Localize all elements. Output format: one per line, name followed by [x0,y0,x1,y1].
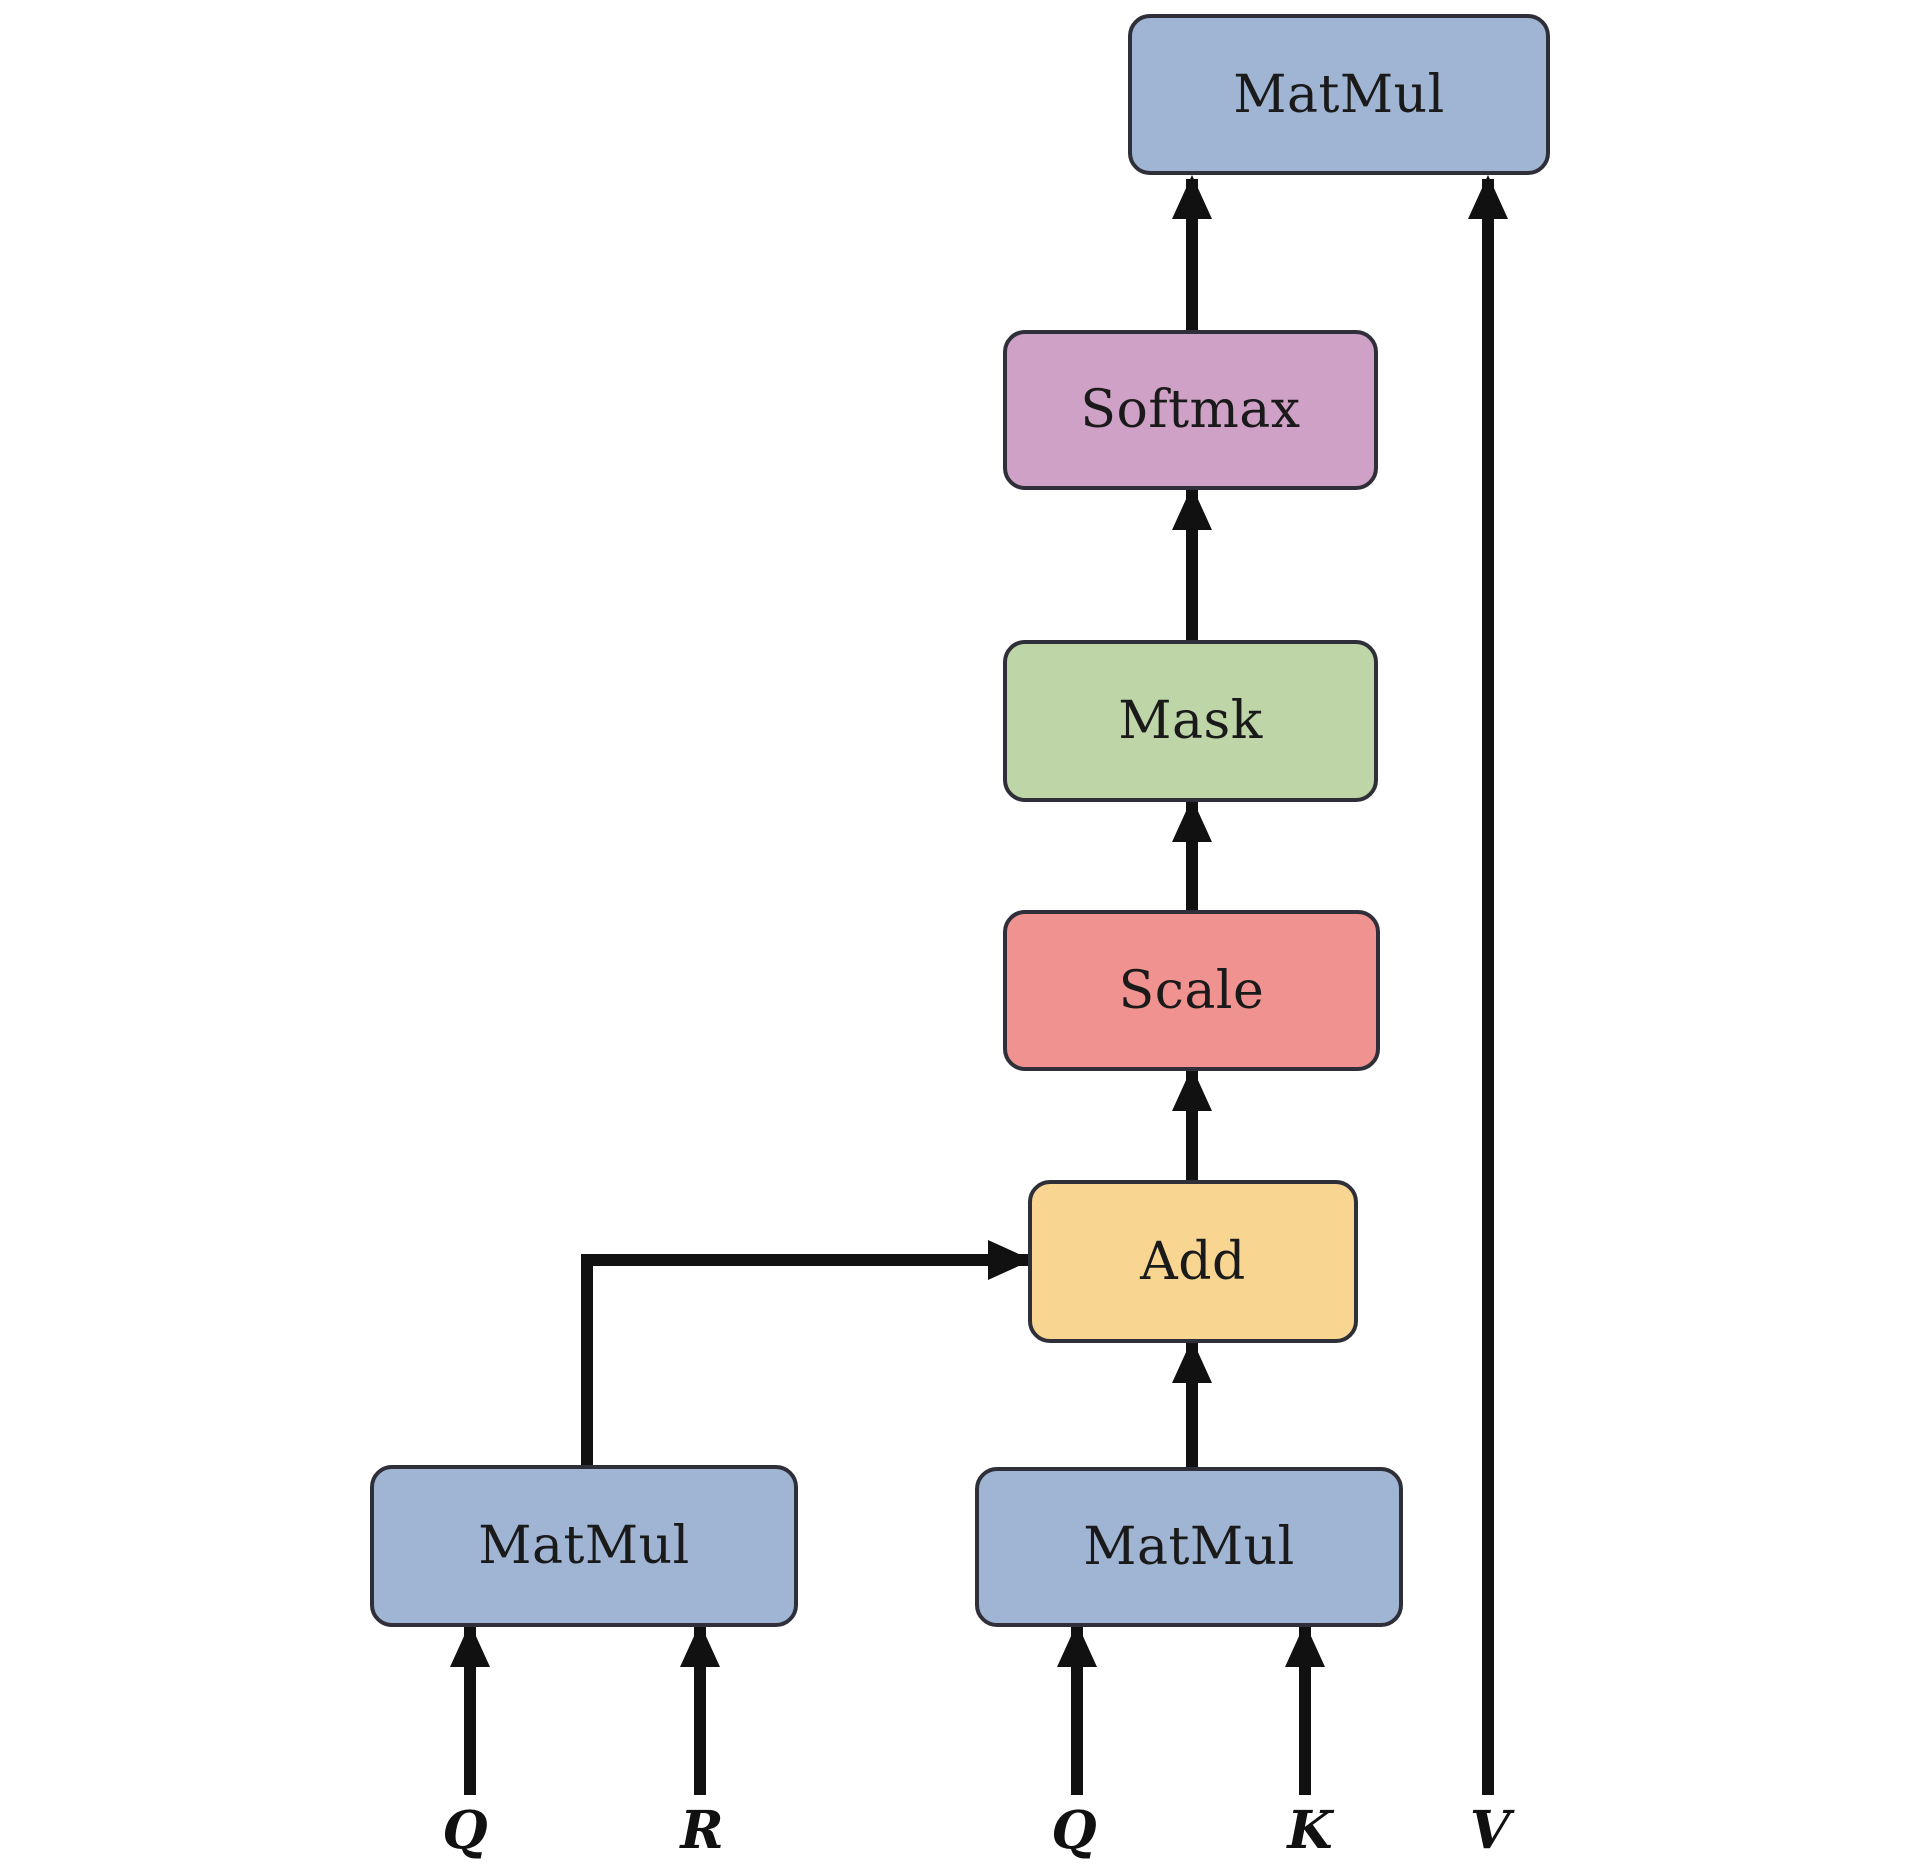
input-q-right: Q [1051,1800,1097,1861]
add-label: Add [1140,1231,1246,1292]
mask-label: Mask [1118,691,1263,751]
mask-block: Mask [1003,640,1378,802]
softmax-label: Softmax [1080,380,1301,440]
add-block: Add [1028,1180,1358,1343]
matmul-right-label: MatMul [1083,1517,1295,1577]
matmul-left-label: MatMul [478,1516,690,1576]
scale-block: Scale [1003,910,1380,1071]
matmul-right-block: MatMul [975,1467,1403,1627]
matmul-left-block: MatMul [370,1465,798,1627]
scale-label: Scale [1118,960,1265,1021]
input-k: K [1287,1800,1333,1861]
softmax-block: Softmax [1003,330,1378,490]
input-r: R [680,1800,724,1861]
input-v: V [1469,1800,1511,1861]
arrow-left-matmul-to-add [581,1240,1032,1465]
input-q-left: Q [442,1800,488,1861]
matmul-top-label: MatMul [1233,64,1445,125]
matmul-top-block: MatMul [1128,14,1550,175]
